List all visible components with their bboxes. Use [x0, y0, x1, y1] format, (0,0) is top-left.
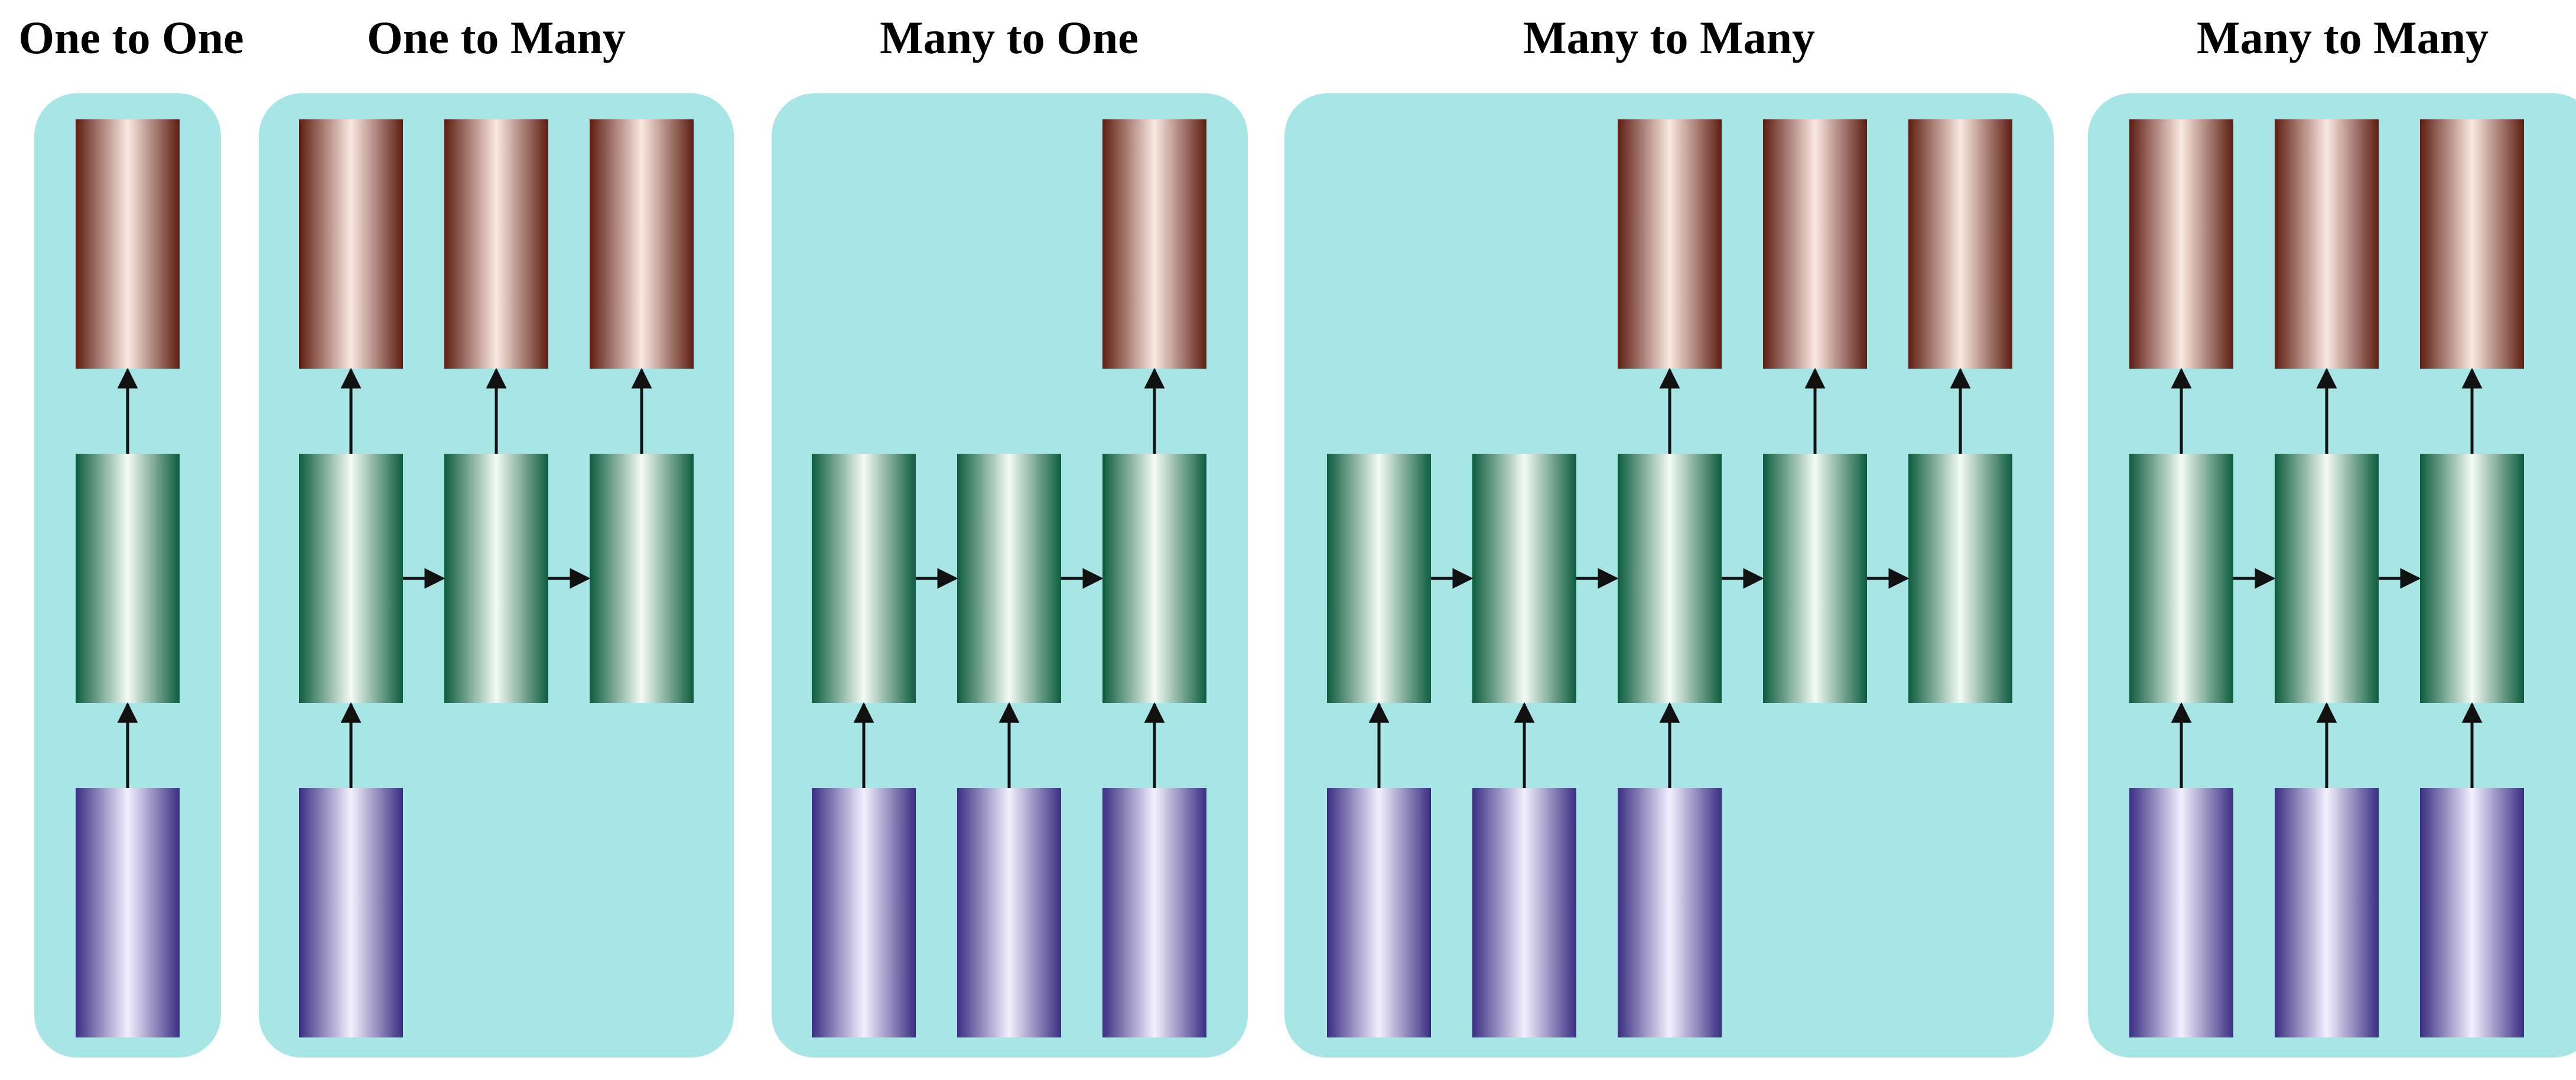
input-cell-many-to-many-synced-0: [2129, 788, 2233, 1037]
output-cell-many-to-many-delayed-3: [1763, 119, 1867, 369]
hidden-cell-many-to-many-synced-2: [2420, 454, 2524, 703]
title-one-to-many: One to Many: [367, 12, 626, 63]
input-cell-one-to-one-0: [76, 788, 180, 1037]
output-cell-one-to-many-1: [444, 119, 548, 369]
input-cell-one-to-many-0: [299, 788, 403, 1037]
input-cell-many-to-one-0: [812, 788, 916, 1037]
title-many-to-many-synced: Many to Many: [2197, 12, 2489, 63]
hidden-cell-many-to-many-delayed-3: [1763, 454, 1867, 703]
hidden-cell-many-to-one-1: [957, 454, 1061, 703]
output-cell-one-to-many-0: [299, 119, 403, 369]
hidden-cell-many-to-many-synced-0: [2129, 454, 2233, 703]
output-cell-one-to-many-2: [590, 119, 694, 369]
hidden-cell-one-to-many-2: [590, 454, 694, 703]
output-cell-one-to-one-0: [76, 119, 180, 369]
output-cell-many-to-many-delayed-4: [1908, 119, 2012, 369]
output-cell-many-to-many-delayed-2: [1618, 119, 1722, 369]
input-cell-many-to-one-1: [957, 788, 1061, 1037]
hidden-cell-many-to-one-2: [1102, 454, 1206, 703]
title-many-to-many-delayed: Many to Many: [1523, 12, 1815, 63]
input-cell-many-to-many-synced-1: [2275, 788, 2379, 1037]
title-one-to-one: One to One: [18, 12, 243, 63]
hidden-cell-many-to-many-delayed-0: [1327, 454, 1431, 703]
input-cell-many-to-many-synced-2: [2420, 788, 2524, 1037]
hidden-cell-one-to-many-1: [444, 454, 548, 703]
hidden-cell-many-to-many-delayed-2: [1618, 454, 1722, 703]
hidden-cell-many-to-one-0: [812, 454, 916, 703]
hidden-cell-one-to-one-0: [76, 454, 180, 703]
title-many-to-one: Many to One: [880, 12, 1139, 63]
hidden-cell-many-to-many-delayed-4: [1908, 454, 2012, 703]
hidden-cell-one-to-many-0: [299, 454, 403, 703]
input-cell-many-to-one-2: [1102, 788, 1206, 1037]
output-cell-many-to-many-synced-0: [2129, 119, 2233, 369]
hidden-cell-many-to-many-delayed-1: [1472, 454, 1576, 703]
input-cell-many-to-many-delayed-0: [1327, 788, 1431, 1037]
output-cell-many-to-one-2: [1102, 119, 1206, 369]
output-cell-many-to-many-synced-2: [2420, 119, 2524, 369]
output-cell-many-to-many-synced-1: [2275, 119, 2379, 369]
hidden-cell-many-to-many-synced-1: [2275, 454, 2379, 703]
input-cell-many-to-many-delayed-1: [1472, 788, 1576, 1037]
input-cell-many-to-many-delayed-2: [1618, 788, 1722, 1037]
